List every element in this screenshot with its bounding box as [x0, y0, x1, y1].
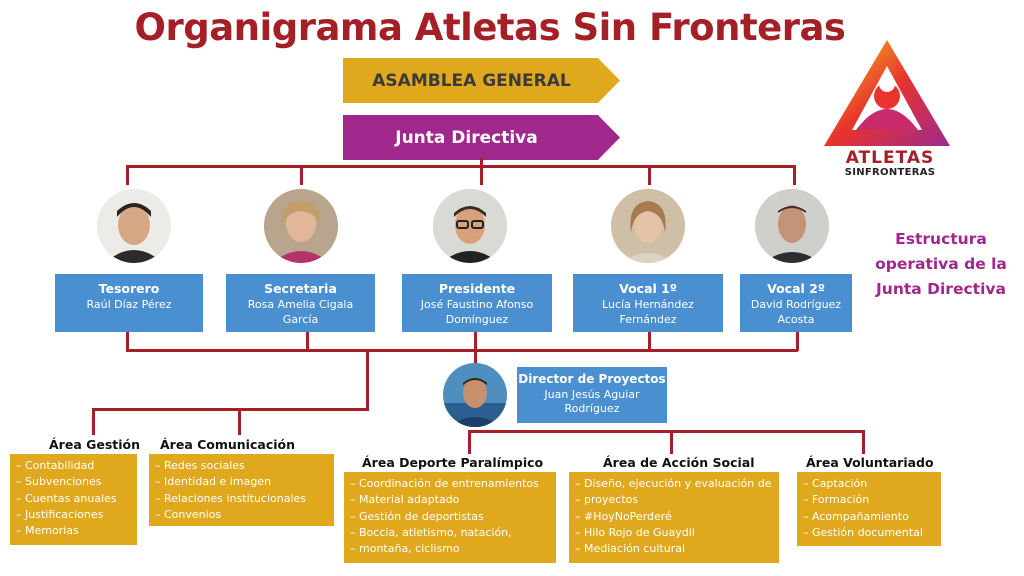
connector — [468, 430, 864, 433]
area-item: #HoyNoPerderé — [575, 509, 773, 525]
area-item: Material adaptado — [350, 492, 550, 508]
area-item: Acompañamiento — [803, 509, 935, 525]
area-item: Contabilidad — [16, 458, 131, 474]
connector — [648, 332, 651, 351]
area-item: Memorias — [16, 523, 131, 539]
area-box-accion-social: Diseño, ejecución y evaluación de proyec… — [569, 472, 779, 563]
avatar-vocal-1 — [611, 189, 685, 263]
area-item: proyectos — [575, 492, 773, 508]
connector — [300, 165, 303, 185]
connector — [480, 158, 483, 167]
connector — [480, 165, 483, 185]
avatar-vocal-2 — [755, 189, 829, 263]
member-name: José Faustino Afonso Domínguez — [420, 298, 534, 326]
area-item: Diseño, ejecución y evaluación de — [575, 476, 773, 492]
asamblea-general-banner: ASAMBLEA GENERAL — [343, 58, 620, 103]
connector — [126, 165, 129, 185]
estructura-line: Junta Directiva — [876, 279, 1006, 298]
member-box-vocal-1: Vocal 1º Lucía Hernández Fernández — [573, 274, 723, 332]
area-box-voluntariado: Captación Formación Acompañamiento Gesti… — [797, 472, 941, 546]
director-role: Director de Proyectos — [518, 372, 666, 386]
area-item: Cuentas anuales — [16, 491, 131, 507]
connector — [670, 430, 673, 454]
connector — [306, 332, 309, 351]
area-item: Mediación cultural — [575, 541, 773, 557]
logo-line2: SINFRONTERAS — [844, 167, 936, 178]
area-item: Formación — [803, 492, 935, 508]
member-role: Secretaria — [264, 281, 337, 296]
area-box-deporte-paralimpico: Coordinación de entrenamientos Material … — [344, 472, 556, 563]
connector — [648, 165, 651, 185]
area-item: montaña, ciclismo — [350, 541, 550, 557]
estructura-line: Estructura — [895, 230, 987, 248]
area-title-gestion: Área Gestión — [49, 437, 141, 452]
director-name: Juan Jesús Aguiar Rodríguez — [544, 387, 640, 415]
avatar-tesorero — [97, 189, 171, 263]
estructura-line: operativa de la — [875, 254, 1007, 273]
connector — [92, 408, 369, 411]
connector — [862, 430, 865, 454]
area-box-comunicacion: Redes sociales Identidad e imagen Relaci… — [149, 454, 334, 526]
area-title-comunicacion: Área Comunicación — [160, 437, 295, 452]
area-item: Identidad e imagen — [155, 474, 328, 490]
connector — [796, 332, 799, 351]
area-item: Gestión documental — [803, 525, 935, 541]
area-item: Relaciones institucionales — [155, 491, 328, 507]
connector — [126, 165, 796, 168]
area-item: Captación — [803, 476, 935, 492]
member-role: Vocal 1º — [619, 281, 677, 296]
connector — [366, 349, 369, 411]
page-title: Organigrama Atletas Sin Fronteras — [134, 6, 846, 49]
connector — [126, 349, 798, 352]
member-name: Rosa Amelia Cigala García — [247, 298, 354, 326]
avatar-director — [443, 363, 507, 427]
member-box-presidente: Presidente José Faustino Afonso Domíngue… — [402, 274, 552, 332]
connector — [126, 332, 129, 351]
member-role: Tesorero — [98, 281, 160, 296]
member-role: Presidente — [438, 281, 516, 296]
member-box-vocal-2: Vocal 2º David Rodríguez Acosta — [740, 274, 852, 332]
area-item: Boccia, atletismo, natación, — [350, 525, 550, 541]
avatar-secretaria — [264, 189, 338, 263]
connector — [793, 165, 796, 185]
logo-line1: ATLETAS — [845, 148, 935, 168]
member-name: Raúl Díaz Pérez — [86, 298, 172, 312]
area-title-accion-social: Área de Acción Social — [603, 455, 755, 470]
area-item: Hilo Rojo de Guaydil — [575, 525, 773, 541]
area-title-voluntariado: Área Voluntariado — [806, 455, 934, 470]
connector — [474, 349, 477, 367]
estructura-label: Estructura operativa de la Junta Directi… — [858, 227, 1024, 301]
area-item: Convenios — [155, 507, 328, 523]
member-name: Lucía Hernández Fernández — [602, 298, 694, 326]
member-box-tesorero: Tesorero Raúl Díaz Pérez — [55, 274, 203, 332]
atletas-sin-fronteras-logo — [824, 40, 950, 146]
junta-directiva-banner: Junta Directiva — [343, 115, 620, 160]
area-title-deporte-paralimpico: Área Deporte Paralímpico — [362, 455, 544, 470]
member-box-secretaria: Secretaria Rosa Amelia Cigala García — [226, 274, 375, 332]
area-item: Coordinación de entrenamientos — [350, 476, 550, 492]
director-box: Director de Proyectos Juan Jesús Aguiar … — [517, 367, 667, 423]
member-name: David Rodríguez Acosta — [750, 298, 842, 326]
member-role: Vocal 2º — [767, 281, 825, 296]
connector — [238, 408, 241, 435]
area-item: Subvenciones — [16, 474, 131, 490]
logo-text: ATLETAS SINFRONTERAS — [830, 150, 950, 178]
avatar-presidente — [433, 189, 507, 263]
area-box-gestion: Contabilidad Subvenciones Cuentas anuale… — [10, 454, 137, 545]
area-item: Gestión de deportistas — [350, 509, 550, 525]
area-item: Redes sociales — [155, 458, 328, 474]
connector — [92, 408, 95, 435]
connector — [468, 430, 471, 454]
connector — [474, 332, 477, 351]
area-item: Justificaciones — [16, 507, 131, 523]
